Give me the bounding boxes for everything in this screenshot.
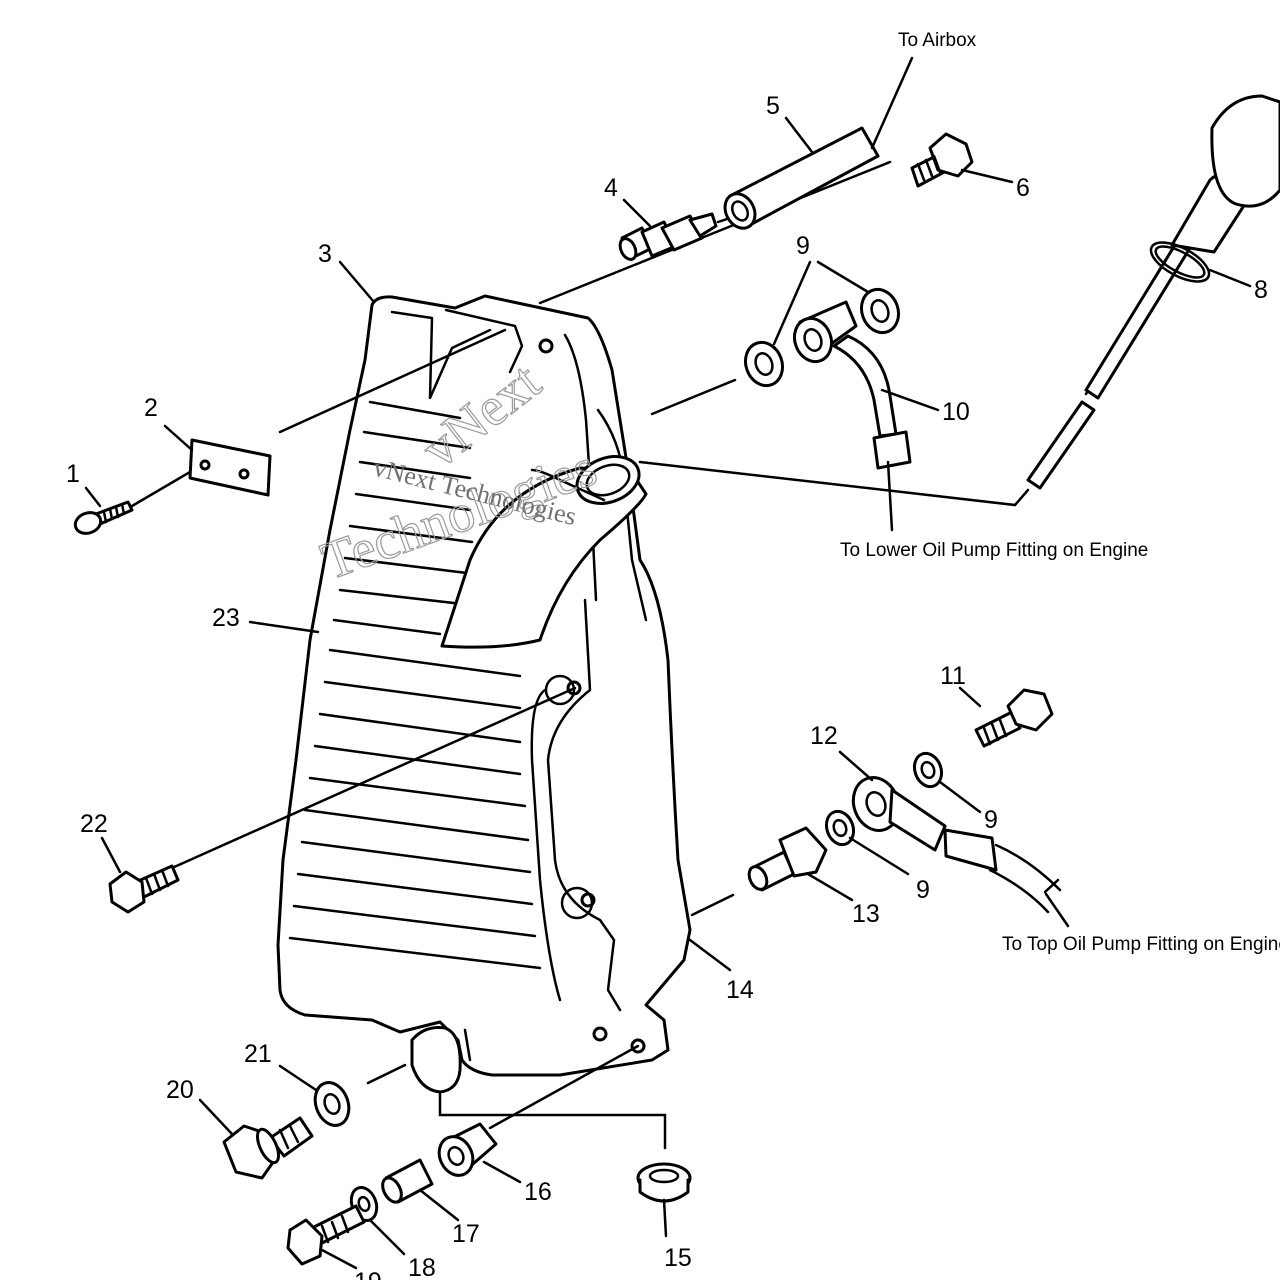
part-13-banjo-bolt: [747, 826, 828, 892]
part-22-bolt: [108, 864, 180, 914]
callout-12: 12: [810, 722, 838, 750]
callout-6: 6: [1016, 174, 1030, 202]
routing-notes: To Airbox To Lower Oil Pump Fitting on E…: [840, 30, 1280, 955]
callout-9-upper: 9: [796, 232, 810, 260]
callout-5: 5: [766, 92, 780, 120]
part-9-washers-upper: [743, 287, 901, 388]
callout-numbers: 1 2 3 4 5 6 8 9 10 11 12 9 9 13 14 15 16…: [66, 92, 1268, 1280]
oil-tank: [276, 294, 692, 1094]
callout-4: 4: [604, 174, 618, 202]
note-to-airbox: To Airbox: [898, 30, 977, 51]
callout-3: 3: [318, 240, 332, 268]
callout-9-lower: 9: [916, 876, 930, 904]
part-11-bolt: [974, 688, 1054, 748]
callout-2: 2: [144, 394, 158, 422]
callout-9-right: 9: [984, 806, 998, 834]
part-17-spacer: [381, 1158, 434, 1204]
part-19-bolt: [286, 1204, 366, 1266]
callout-23: 23: [212, 604, 240, 632]
note-lower-oil-pump: To Lower Oil Pump Fitting on Engine: [840, 540, 1148, 561]
note-top-oil-pump: To Top Oil Pump Fitting on Engine: [1002, 934, 1280, 955]
tank-fin-ribs: [288, 400, 542, 970]
callout-17: 17: [452, 1220, 480, 1248]
callout-leaders: [84, 56, 1252, 1270]
callout-13: 13: [852, 900, 880, 928]
part-12-banjo-fitting: [851, 776, 1062, 914]
callout-21: 21: [244, 1040, 272, 1068]
callout-18: 18: [408, 1254, 436, 1280]
callout-20: 20: [166, 1076, 194, 1104]
part-5-airbox-hose: [723, 126, 880, 230]
part-4-fitting: [618, 212, 732, 261]
part-8-dipstick: [1026, 94, 1280, 490]
callout-14: 14: [726, 976, 754, 1004]
part-1-screw: [73, 470, 192, 535]
callout-11: 11: [940, 662, 966, 690]
part-20-drain-bolt: [222, 1116, 314, 1180]
callout-19: 19: [354, 1268, 382, 1280]
part-15-grommet: [636, 1162, 692, 1203]
leader-lines: [170, 160, 1096, 1150]
callout-1: 1: [66, 460, 80, 488]
part-2-bracket-plate: [188, 438, 272, 497]
callout-16: 16: [524, 1178, 552, 1206]
part-16-grommet: [437, 1122, 498, 1177]
filler-neck: [440, 455, 648, 649]
part-6-bolt: [910, 132, 974, 188]
part-9-washers-lower: [824, 751, 944, 847]
callout-22: 22: [80, 810, 108, 838]
part-21-washer: [313, 1081, 351, 1127]
callout-15: 15: [664, 1244, 692, 1272]
callout-10: 10: [942, 398, 970, 426]
callout-8: 8: [1254, 276, 1268, 304]
part-10-banjo-fitting: [792, 300, 912, 470]
